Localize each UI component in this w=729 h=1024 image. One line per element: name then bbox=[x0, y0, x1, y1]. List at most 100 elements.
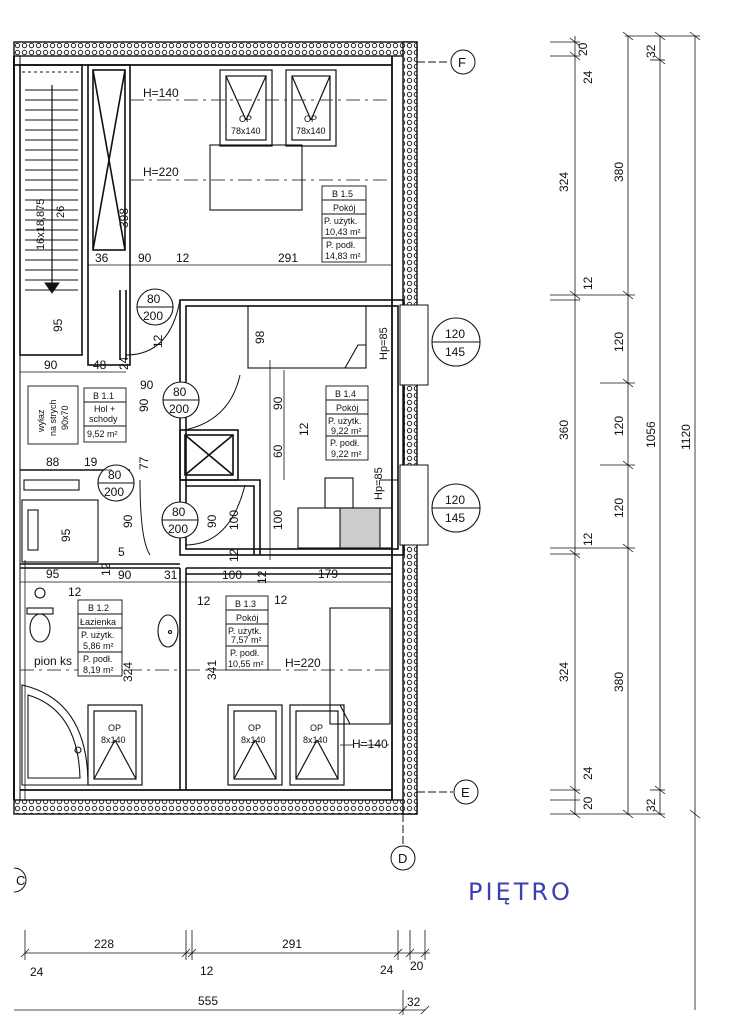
dim: 324 bbox=[121, 662, 135, 682]
window-label-size: 8x140 bbox=[101, 735, 126, 745]
room-area-label: P. podł. bbox=[230, 648, 259, 658]
dim: 100 bbox=[222, 568, 242, 582]
door-height: 200 bbox=[143, 309, 163, 323]
door-height: 145 bbox=[445, 511, 465, 525]
dim: 88 bbox=[46, 455, 60, 469]
window-label-size: 8x140 bbox=[241, 735, 266, 745]
window-label-size: 78x140 bbox=[296, 126, 326, 136]
room-area-label: P. podł. bbox=[330, 438, 359, 448]
dim: 77 bbox=[137, 456, 151, 470]
room-id: B 1.1 bbox=[93, 391, 114, 401]
dim: 5 bbox=[118, 545, 125, 559]
dim: 291 bbox=[278, 251, 298, 265]
room-label-frames bbox=[27, 185, 369, 677]
window-label-op: OP bbox=[108, 723, 121, 733]
dim: 32 bbox=[644, 798, 658, 812]
room-name: Pokój bbox=[336, 403, 359, 413]
room-area-label: P. podł. bbox=[83, 654, 112, 664]
dim: 48 bbox=[93, 358, 107, 372]
dim: 20 bbox=[581, 796, 595, 810]
dim: 90 bbox=[271, 396, 285, 410]
dim: 90 bbox=[118, 568, 132, 582]
dim: 120 bbox=[612, 416, 626, 436]
dim: 360 bbox=[557, 420, 571, 440]
dim: 398 bbox=[117, 208, 131, 228]
dim: 24 bbox=[581, 766, 595, 780]
room-area-value: 9,22 m² bbox=[331, 426, 362, 436]
room-name: Pokój bbox=[333, 203, 356, 213]
door-height: 200 bbox=[169, 402, 189, 416]
height-lines bbox=[20, 99, 392, 746]
dim: 98 bbox=[253, 330, 267, 344]
dim: 120 bbox=[612, 332, 626, 352]
floor-title-handwritten: PIĘTRO bbox=[468, 878, 573, 906]
room-area-value: 14,83 m² bbox=[325, 251, 361, 261]
dim: 100 bbox=[227, 510, 241, 530]
room-id: B 1.5 bbox=[332, 189, 353, 199]
dim: 20 bbox=[410, 959, 424, 973]
room-name: Pokój bbox=[236, 613, 259, 623]
window-label-size: 78x140 bbox=[231, 126, 261, 136]
height-label: Hp=85 bbox=[378, 327, 390, 360]
room-area-value: 7,57 m² bbox=[231, 635, 262, 645]
dim: 12 bbox=[200, 964, 214, 978]
dim: 90 bbox=[140, 378, 154, 392]
dim: 12 bbox=[176, 251, 190, 265]
axis-label: F bbox=[458, 55, 466, 70]
room-area-value: 10,43 m² bbox=[325, 227, 361, 237]
door-markers bbox=[97, 288, 481, 539]
height-label: H=140 bbox=[352, 737, 388, 751]
roof-windows bbox=[87, 69, 345, 786]
attic-hatch-label: na strych bbox=[48, 399, 58, 436]
dim: 12 bbox=[99, 562, 113, 576]
dim: 32 bbox=[644, 44, 658, 58]
dim: 24 bbox=[380, 963, 394, 977]
room-area-label: P. użytk. bbox=[228, 626, 261, 636]
door-height: 145 bbox=[445, 345, 465, 359]
room-name: Łazienka bbox=[80, 617, 116, 627]
door-width: 80 bbox=[172, 505, 186, 519]
dim: 12 bbox=[151, 334, 165, 348]
dim: 12 bbox=[274, 593, 288, 607]
dim: 90 bbox=[121, 514, 135, 528]
window-label-op: OP bbox=[310, 723, 323, 733]
dim: 36 bbox=[95, 251, 109, 265]
window-label-op: OP bbox=[248, 723, 261, 733]
room-area-label: P. użytk. bbox=[328, 416, 361, 426]
right-dimension-lines bbox=[550, 31, 701, 1010]
room-area-value: 10,55 m² bbox=[228, 659, 264, 669]
height-label: H=220 bbox=[143, 165, 179, 179]
door-width: 80 bbox=[147, 292, 161, 306]
dim: 32 bbox=[407, 995, 421, 1009]
dim: 228 bbox=[94, 937, 114, 951]
height-label: H=220 bbox=[285, 656, 321, 670]
dim: 12 bbox=[68, 585, 82, 599]
bottom-dimension-lines bbox=[14, 930, 430, 1015]
room-name: Hol + bbox=[94, 404, 115, 414]
dim: 90 bbox=[138, 251, 152, 265]
dim: 555 bbox=[198, 994, 218, 1008]
window-label-op: OP bbox=[304, 114, 317, 124]
dim: 95 bbox=[46, 567, 60, 581]
room-id: B 1.4 bbox=[335, 389, 356, 399]
dim: 24 bbox=[117, 356, 131, 370]
interior-walls bbox=[19, 64, 405, 790]
room-area-value: 5,86 m² bbox=[83, 641, 114, 651]
dim: 12 bbox=[581, 532, 595, 546]
attic-hatch-label: wyłaz bbox=[36, 409, 46, 433]
room-area-label: P. użytk. bbox=[81, 630, 114, 640]
window-label-size: 8x140 bbox=[303, 735, 328, 745]
door-height: 200 bbox=[168, 522, 188, 536]
dim: 90 bbox=[44, 358, 58, 372]
dim: 324 bbox=[557, 662, 571, 682]
room-area-value: 8,19 m² bbox=[83, 665, 114, 675]
attic-hatch-label: 90x70 bbox=[60, 405, 70, 430]
dim: 100 bbox=[271, 510, 285, 530]
dim: 1120 bbox=[679, 424, 693, 450]
dim: 341 bbox=[205, 660, 219, 680]
dim: 90 bbox=[137, 398, 151, 412]
dim: 24 bbox=[581, 70, 595, 84]
pion-label: pion ks bbox=[34, 654, 72, 668]
furniture bbox=[209, 144, 398, 725]
axis-label: D bbox=[398, 851, 407, 866]
